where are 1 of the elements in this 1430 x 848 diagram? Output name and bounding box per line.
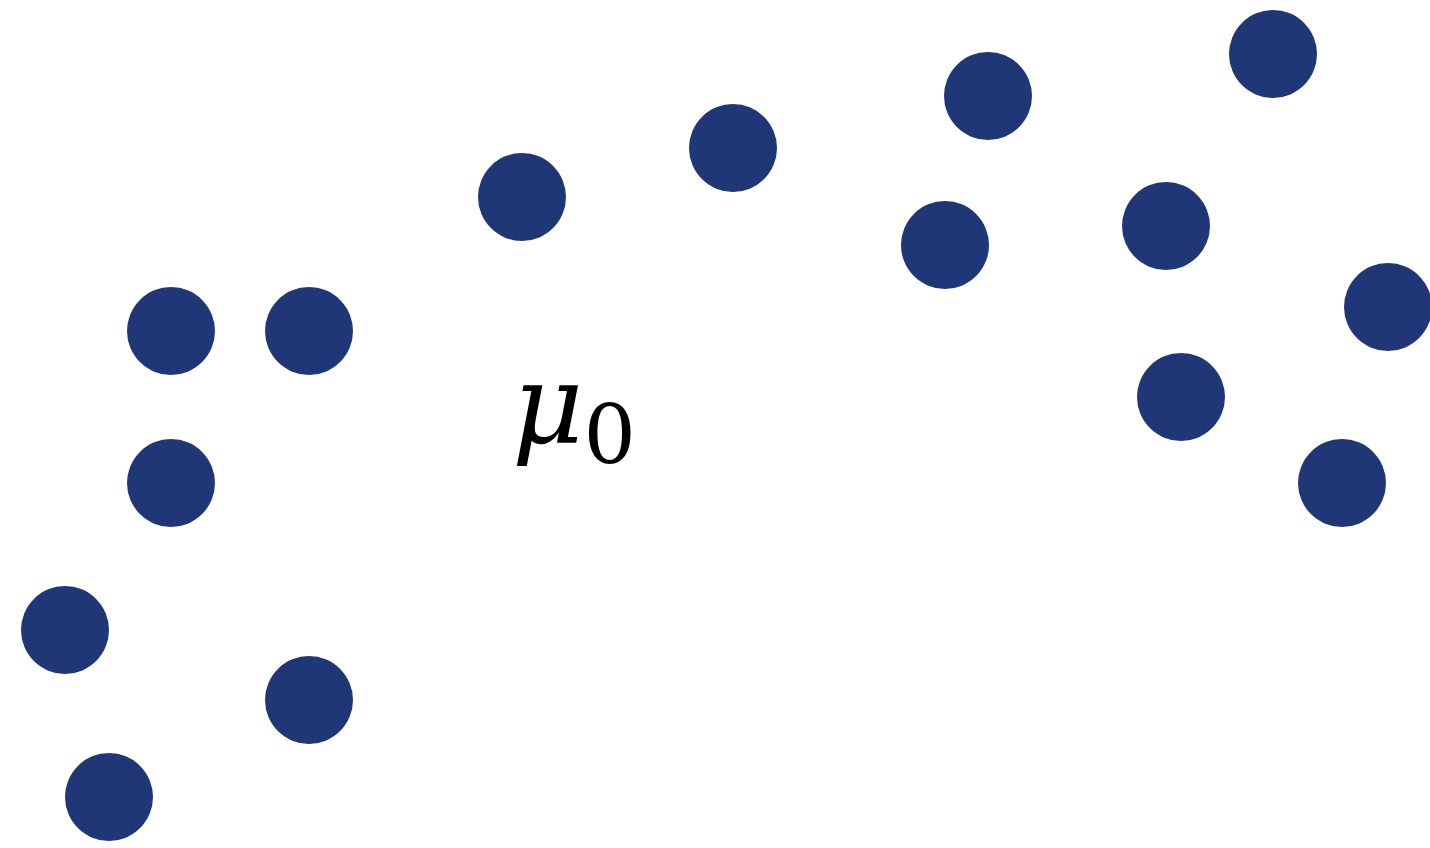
math-symbol: μ$_{0}$ [512, 350, 636, 477]
